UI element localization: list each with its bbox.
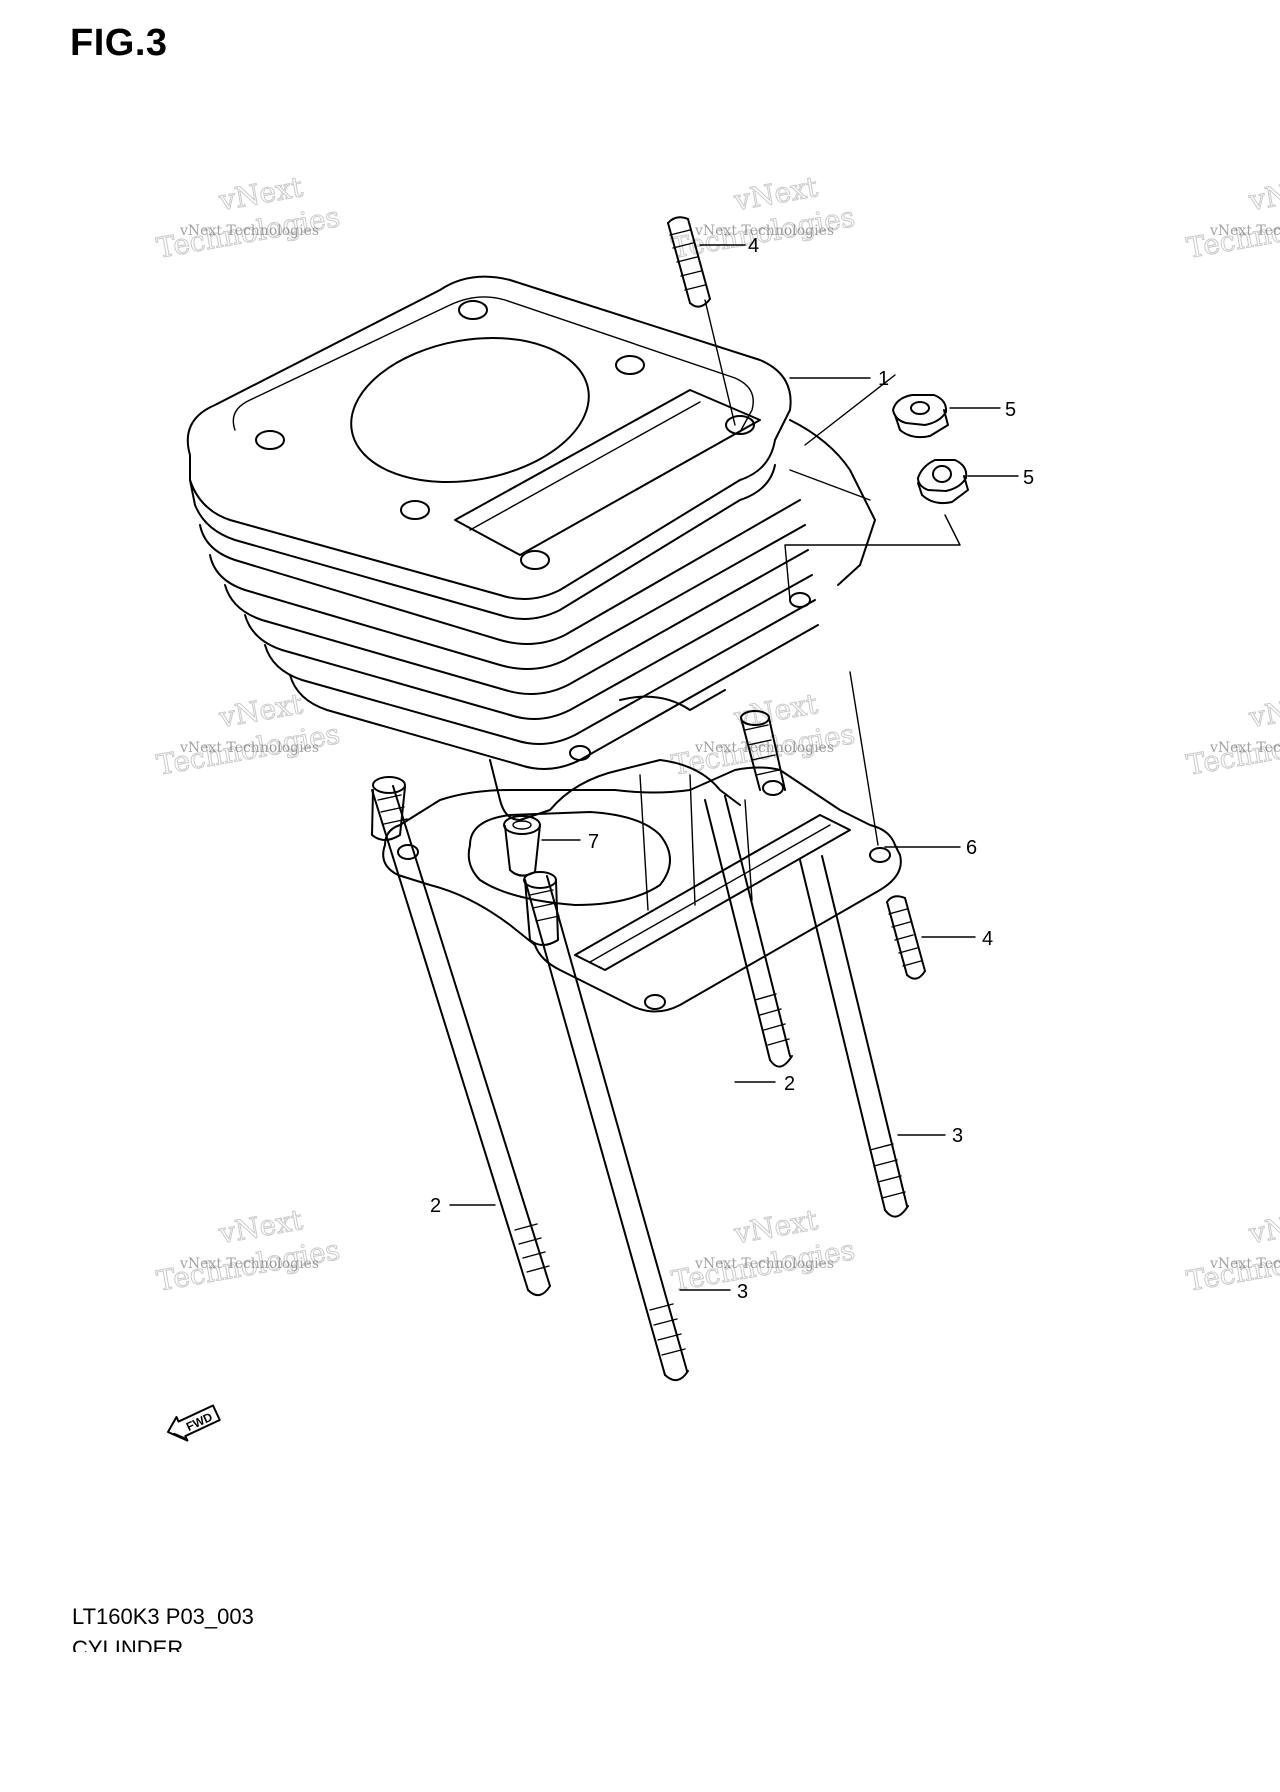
- watermark-small-text: vNext Technologies: [179, 740, 319, 756]
- cylinder-gasket: [382, 671, 902, 1013]
- callout-3-front: 3: [737, 1281, 748, 1303]
- watermark-top-text: vNext: [1246, 687, 1280, 734]
- watermark-small-text: vNext Technologies: [1209, 740, 1280, 756]
- callout-2-front: 2: [430, 1195, 441, 1217]
- watermark: vNext Technologies vNext Technologies: [1184, 1203, 1280, 1299]
- watermark: vNext Technologies vNext Technologies: [154, 1203, 343, 1299]
- watermark: vNext Technologies vNext Technologies: [1184, 170, 1280, 266]
- callout-2-rear: 2: [784, 1073, 795, 1095]
- watermark-small-text: vNext Technologies: [179, 223, 319, 239]
- diagram-name: CYLINDER: [72, 1636, 184, 1652]
- callout-1: 1: [878, 368, 889, 390]
- callout-5-lower: 5: [1023, 467, 1034, 489]
- callout-leaders: [449, 244, 961, 1291]
- stud-2-rear: [704, 795, 793, 1068]
- watermark: vNext Technologies vNext Technologies: [154, 170, 343, 266]
- watermark-small-text: vNext Technologies: [1209, 223, 1280, 239]
- stud-3-front: [523, 871, 689, 1382]
- watermark-top-text: vNext: [1246, 1203, 1280, 1250]
- stud-4-lower: [886, 895, 976, 980]
- callout-5-upper: 5: [1005, 399, 1016, 421]
- cylinder-body: [186, 275, 876, 911]
- watermark-small-text: vNext Technologies: [694, 740, 834, 756]
- callout-3-right: 3: [952, 1125, 963, 1147]
- watermark-top-text: vNext: [1246, 170, 1280, 217]
- figure-title: FIG.3: [70, 22, 168, 64]
- fwd-arrow: FWD: [167, 1404, 221, 1442]
- stud-rear-top: [740, 710, 786, 791]
- watermark: vNext Technologies vNext Technologies: [1184, 687, 1280, 783]
- watermark-small-text: vNext Technologies: [179, 1256, 319, 1272]
- callout-4-upper: 4: [748, 235, 759, 257]
- leader-5-upper: [804, 374, 896, 446]
- leader-5-lower: [784, 514, 961, 601]
- watermark: vNext Technologies vNext Technologies: [154, 687, 343, 783]
- watermark-small-text: vNext Technologies: [694, 1256, 834, 1272]
- callout-6: 6: [966, 837, 977, 859]
- stud-3-right: [799, 855, 909, 1218]
- watermark-small-text: vNext Technologies: [1209, 1256, 1280, 1272]
- stud-2-front: [371, 776, 551, 1297]
- watermark-small-text: vNext Technologies: [694, 223, 834, 239]
- nut-5-upper: [892, 394, 1001, 439]
- dowel-pin-7: [503, 815, 581, 877]
- watermark: vNext Technologies vNext Technologies: [669, 170, 858, 266]
- watermark: vNext Technologies vNext Technologies: [669, 1203, 858, 1299]
- callout-4-lower: 4: [982, 928, 993, 950]
- stud-4-upper: [667, 216, 736, 426]
- nut-5-lower: [917, 459, 1019, 505]
- callout-7: 7: [588, 831, 599, 853]
- diagram-code: LT160K3 P03_003: [72, 1604, 254, 1629]
- callout-labels: 1 2 2 3 3 4 4 5 5 6 7: [430, 235, 1034, 1303]
